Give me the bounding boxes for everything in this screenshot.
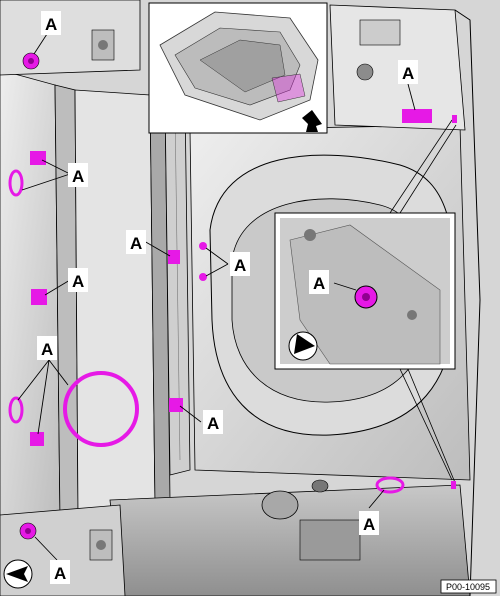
rear-lower-panel <box>109 479 471 596</box>
point-well-1 <box>199 242 207 250</box>
slot-left-1 <box>8 169 24 197</box>
callout-a-4: A <box>41 340 53 359</box>
detail-inset <box>274 119 457 486</box>
point-left-3 <box>30 432 44 446</box>
right-body-edge <box>454 9 481 596</box>
callout-a-11: A <box>54 564 66 583</box>
view-direction-arrow-icon <box>3 559 33 589</box>
floor-channel <box>74 89 171 516</box>
leader-lines <box>17 33 416 561</box>
callout-a-6: A <box>234 256 246 275</box>
slot-left-2 <box>8 396 24 424</box>
marked-points <box>8 52 457 540</box>
point-center-2 <box>169 398 183 412</box>
front-left-bracket <box>0 0 141 76</box>
overview-pointer-arrow-icon <box>302 110 322 132</box>
callout-a-10: A <box>363 515 375 534</box>
callout-a-7: A <box>207 414 219 433</box>
point-left-1 <box>30 151 46 165</box>
reference-code-box: P00-10095 <box>440 579 497 594</box>
reference-code: P00-10095 <box>446 582 490 592</box>
rear-upper-panel <box>329 4 466 131</box>
callout-a-3: A <box>72 272 84 291</box>
point-left-2 <box>31 289 47 305</box>
callout-labels: A A A A A A A A A A A <box>37 11 418 584</box>
callout-a-1: A <box>45 15 57 34</box>
point-upper-right <box>402 109 432 123</box>
point-center-1 <box>168 250 180 264</box>
callout-a-2: A <box>72 167 84 186</box>
point-edge-lower <box>451 481 456 489</box>
callout-a-5: A <box>130 234 142 253</box>
callout-a-9: A <box>313 274 325 293</box>
overview-inset <box>148 2 328 134</box>
detail-view-direction-icon <box>294 334 315 354</box>
slot-rear <box>375 476 405 494</box>
point-edge-upper <box>452 115 457 123</box>
callout-a-8: A <box>402 64 414 83</box>
ring-large <box>63 371 139 447</box>
point-well-2 <box>199 273 207 281</box>
